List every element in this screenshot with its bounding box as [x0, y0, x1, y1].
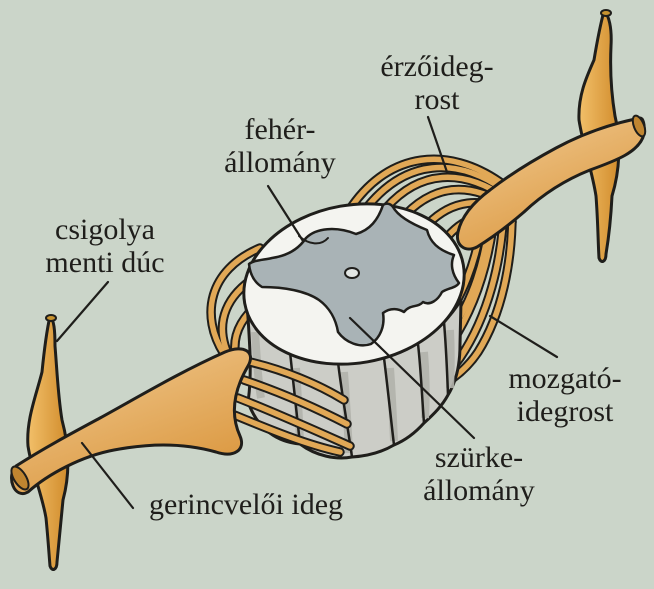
spinal-cord-cylinder	[245, 298, 463, 460]
nerve-right-cut-end	[631, 114, 647, 138]
ganglion-left-cap	[45, 314, 57, 322]
ganglion-right-cap	[600, 9, 612, 17]
nerve-left-cut-end	[10, 465, 30, 491]
label-line: állomány	[224, 146, 336, 179]
label-sensory-fiber: érzőideg- rost	[327, 50, 547, 116]
leader-white-matter	[266, 184, 305, 243]
leader-lines	[55, 115, 559, 510]
label-line: csigolya	[55, 213, 155, 246]
label-line: gerincvelői ideg	[148, 488, 344, 521]
label-motor-fiber: mozgató- idegrost	[455, 362, 654, 428]
central-canal	[344, 267, 360, 279]
label-gray-matter: szürke- állomány	[369, 441, 589, 507]
ganglion-left	[26, 314, 70, 571]
leader-gray-matter	[348, 316, 476, 440]
label-line: állomány	[423, 474, 535, 507]
label-line: rost	[414, 83, 460, 116]
leader-ganglion	[55, 280, 110, 343]
spinal-nerve-left	[10, 347, 252, 496]
label-line: menti dúc	[45, 246, 165, 279]
label-spinal-nerve: gerincvelői ideg	[106, 488, 386, 521]
label-paravertebral-ganglion: csigolya menti dúc	[0, 213, 215, 279]
leader-sensory-fiber	[426, 115, 449, 174]
leader-motor-fiber	[488, 314, 559, 359]
label-line: mozgató-	[508, 362, 622, 395]
leader-spinal-nerve	[80, 441, 135, 510]
label-line: fehér-	[244, 113, 316, 146]
label-line: szürke-	[434, 441, 524, 474]
spinal-nerve-right	[455, 114, 647, 251]
label-line: érzőideg-	[380, 50, 494, 83]
label-line: idegrost	[516, 395, 614, 428]
label-white-matter: fehér- állomány	[170, 113, 390, 179]
